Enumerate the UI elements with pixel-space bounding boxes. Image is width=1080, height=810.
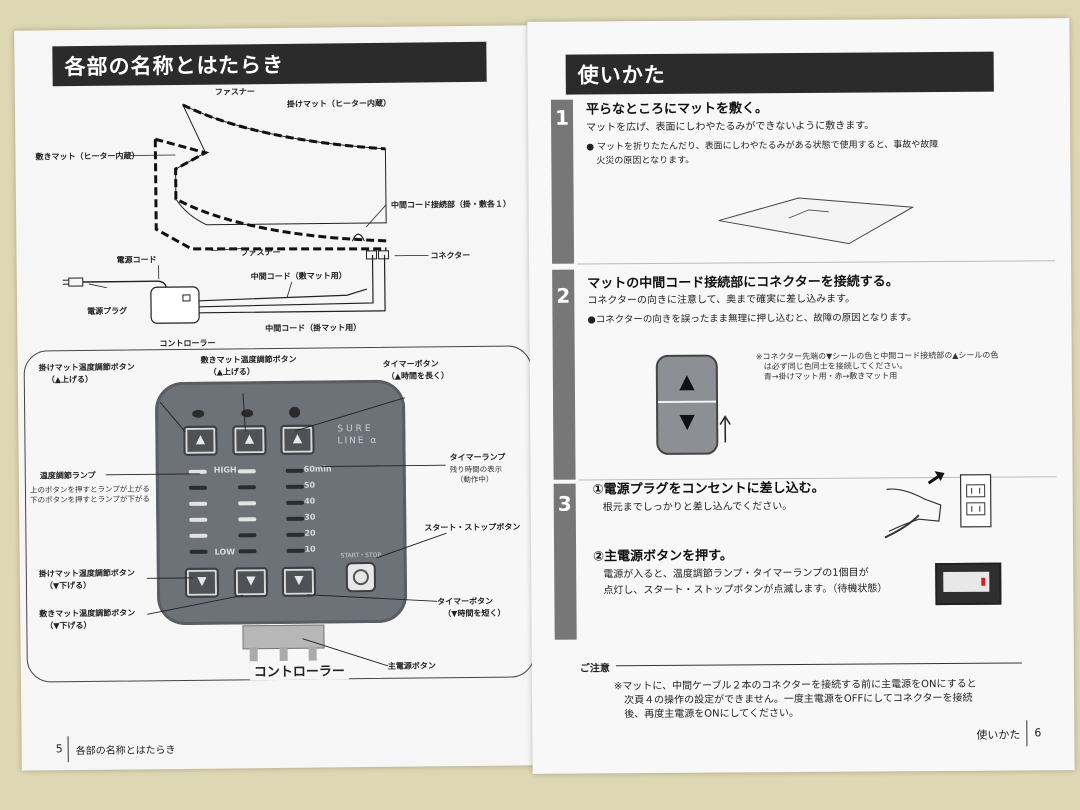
label-timer-lamp-desc2: （動作中）	[455, 474, 494, 485]
label-temp-lamp-desc2: 下のボタンを押すとランプが下がる	[30, 494, 150, 505]
label-controller: コントローラー	[159, 338, 216, 349]
left-page: 各部の名称とはたらき ファスナー 掛けマット（ヒーター内蔵） 敷きマット（ヒータ…	[14, 25, 536, 771]
left-footer-divider	[67, 736, 69, 763]
label-top-mat: 掛けマット（ヒーター内蔵）	[286, 98, 391, 109]
label-bottom-temp-down: 敷きマット温度調節ボタン	[39, 608, 136, 619]
right-footer-divider	[1026, 720, 1028, 747]
label-bottom-temp-up-sub: （▲上げる）	[208, 367, 255, 377]
label-bottom-temp-down-sub: （▼下げる）	[45, 620, 92, 631]
label-power-cord: 電源コード	[116, 255, 157, 265]
label-timer-up: タイマーボタン	[382, 359, 439, 369]
label-main-power: 主電源ボタン	[387, 661, 436, 671]
label-timer-lamp-desc1: 残り時間の表示	[449, 464, 503, 475]
left-page-number: 5	[55, 742, 63, 756]
label-top-temp-down-sub: （▼下げる）	[44, 580, 92, 591]
controller-caption: コントローラー	[249, 660, 349, 681]
caution-line	[579, 662, 1022, 667]
label-connector: コネクター	[430, 250, 471, 261]
insert-arrow	[719, 415, 731, 443]
power-switch-rocker	[943, 571, 990, 593]
label-fastener-top: ファスナー	[214, 87, 255, 97]
label-fastener-bottom: ファスナー	[240, 247, 281, 258]
label-mid-connector: 中間コード接続部（掛・敷各１）	[390, 199, 512, 210]
step3-text2a: 電源が入ると、温度調節ランプ・タイマーランプの1個目が	[603, 567, 869, 581]
controller-panel: ▲ ▲ ▲ SURE LINE α HIGH LOW 60min 50 40 3…	[23, 345, 535, 683]
label-top-temp-down: 掛けマット温度調節ボタン	[38, 568, 135, 579]
right-footer-text: 使いかた	[976, 728, 1021, 742]
label-bottom-temp-up: 敷きマット温度調節ボタン	[200, 354, 297, 365]
step3-text2b: 点灯し、スタート・ストップボタンが点滅します。（待機状態）	[603, 583, 888, 597]
label-timer-lamp: タイマーランプ	[449, 452, 506, 463]
label-timer-up-sub: （▲時間を長く）	[386, 371, 449, 381]
power-switch-indicator-icon	[981, 577, 986, 586]
caution-title: ご注意	[579, 659, 616, 675]
step3-title2: ②主電源ボタンを押す。	[593, 548, 733, 565]
right-page-number: 6	[1034, 726, 1042, 740]
label-top-temp-up-sub: （▲上げる）	[46, 374, 93, 385]
right-page: 使いかた 1 平らなところにマットを敷く。 マットを広げ、表面にしわやたるみがで…	[527, 18, 1075, 774]
step1-mat-illustration	[718, 197, 915, 245]
label-timer-down-sub: （▼時間を短く）	[443, 608, 506, 619]
label-start-stop: スタート・ストップボタン	[424, 522, 521, 533]
label-temp-lamp: 温度調節ランプ	[39, 470, 96, 481]
mat-diagram	[62, 103, 429, 324]
label-mid-cord-bottom: 中間コード（敷マット用）	[250, 271, 347, 282]
plug-illustration	[884, 471, 992, 539]
label-bottom-mat: 敷きマット（ヒーター内蔵）	[35, 151, 140, 162]
power-switch-illustration	[935, 562, 1002, 606]
label-power-plug: 電源プラグ	[87, 306, 128, 316]
left-footer-text: 各部の名称とはたらき	[75, 745, 176, 758]
caution-line3: 後、再度主電源をONにしてください。	[624, 708, 800, 721]
label-mid-cord-top: 中間コード（掛マット用）	[265, 323, 362, 334]
label-top-temp-up: 掛けマット温度調節ボタン	[38, 362, 135, 373]
label-timer-down: タイマーボタン	[437, 596, 494, 607]
controller-leaders	[105, 393, 447, 667]
